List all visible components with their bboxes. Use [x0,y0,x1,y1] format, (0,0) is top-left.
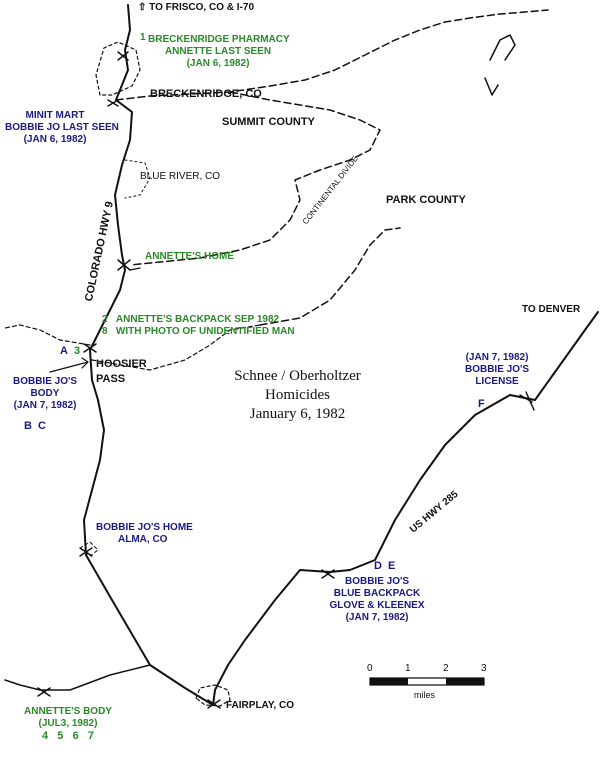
north-arrow-line [484,34,516,96]
colorado-hwy-9-road [83,4,214,706]
minit-line2: BOBBIE JO LAST SEEN [5,122,119,133]
divide-south-segment [259,227,401,326]
bobbie-body-arrow [49,357,89,373]
bobbie-body-line3: (JAN 7, 1982) [13,400,77,411]
pharmacy-line1: BRECKENRIDGE PHARMACY [148,34,290,45]
license-line2: BOBBIE JO'S [464,364,530,375]
marker-a: A [60,345,68,357]
bobbie-home-line2: ALMA, CO [118,534,168,545]
west-road-branch [4,324,91,346]
annette-body-annotation: ANNETTE'S BODY (JUL3, 1982) 4 5 6 7 [18,706,118,742]
minit-line1: MINIT MART [25,110,85,121]
divide-east-segment [129,91,381,266]
bobbie-home-line1: BOBBIE JO'S HOME [96,522,193,533]
annette-body-line2: (JUL3, 1982) [38,718,98,729]
blue-backpack-line4: (JAN 7, 1982) [345,612,409,623]
western-road [4,664,151,691]
pharmacy-line2: ANNETTE LAST SEEN [164,46,272,57]
us-hwy-285-road [212,311,599,706]
license-marker [519,391,535,411]
marker-3: 3 [74,345,81,357]
hoosier-marker [83,343,97,353]
bobbie-home-annotation: BOBBIE JO'S HOME ALMA, CO [96,522,193,546]
backpack-annotation: 2 ANNETTE'S BACKPACK SEP 1982 8 WITH PHO… [102,314,295,338]
scale-segment-1 [370,678,408,685]
minit-line3: (JAN 6, 1982) [23,134,87,145]
annette-home-label: ANNETTE'S HOME [145,251,235,262]
blue-river-label: BLUE RIVER, CO [140,171,221,182]
blue-river-road [124,159,151,199]
breckenridge-label: BRECKENRIDGE, CO [150,88,262,100]
park-county-label: PARK COUNTY [386,194,466,206]
marker-1: 1 [140,32,146,43]
scale-tick-3: 3 [481,663,487,674]
marker-f: F [478,398,485,410]
minit-mart-marker [107,99,119,107]
frisco-direction-label: TO FRISCO, CO & I-70 [149,2,255,13]
blue-backpack-line1: BOBBIE JO'S [344,576,410,587]
annette-body-numbers: 4 5 6 7 [42,730,94,742]
annette-body-marker [37,687,51,697]
backpack-line2: WITH PHOTO OF UNIDENTIFIED MAN [115,326,295,337]
scale-segment-3 [446,678,484,685]
backpack-line1: ANNETTE'S BACKPACK SEP 1982 [115,314,280,325]
bobbie-body-line2: BODY [30,388,60,399]
blue-backpack-letters: D E [374,560,396,572]
denver-direction-label: TO DENVER [522,304,581,315]
pharmacy-annotation: BRECKENRIDGE PHARMACY ANNETTE LAST SEEN … [148,34,290,70]
continental-divide-line [115,9,549,101]
marker-8: 8 [102,326,108,337]
scale-tick-2: 2 [443,663,449,674]
blue-backpack-line2: BLUE BACKPACK [333,588,421,599]
pharmacy-marker [117,51,129,61]
fairplay-streets [195,684,231,707]
bobbie-body-letters: B C [24,420,46,432]
fairplay-marker [207,699,221,709]
breckenridge-streets [95,41,141,96]
frisco-direction: ⇧ TO FRISCO, CO & I-70 [138,2,254,14]
hoosier-pass-road [91,324,261,371]
summit-county-label: SUMMIT COUNTY [222,116,315,128]
scale-tick-1: 1 [405,663,411,674]
marker-2: 2 [102,314,108,325]
up-arrow-icon: ⇧ [138,2,147,13]
pharmacy-line3: (JAN 6, 1982) [186,58,250,69]
blue-backpack-marker [321,569,335,579]
fairplay-label: FAIRPLAY, CO [226,700,294,711]
alma-marker [79,547,93,557]
hoosier-label: HOOSIER [96,358,147,370]
annette-home-marker [117,259,131,271]
annette-body-line1: ANNETTE'S BODY [24,706,112,717]
title-line1: Schnee / Oberholtzer [234,368,361,384]
map-title: Schnee / Oberholtzer Homicides January 6… [210,367,385,424]
scale-tick-0: 0 [367,663,373,674]
license-line1: (JAN 7, 1982) [465,352,529,363]
title-line3: January 6, 1982 [249,406,346,422]
title-line2: Homicides [265,387,330,403]
blue-backpack-annotation: BOBBIE JO'S BLUE BACKPACK GLOVE & KLEENE… [322,576,432,624]
bobbie-body-annotation: BOBBIE JO'S BODY (JAN 7, 1982) [4,376,86,412]
license-line3: LICENSE [475,376,519,387]
license-annotation: (JAN 7, 1982) BOBBIE JO'S LICENSE [452,352,542,388]
pass-label: PASS [96,373,126,385]
blue-backpack-line3: GLOVE & KLEENEX [329,600,425,611]
scale-unit-label: miles [414,690,436,700]
minit-mart-annotation: MINIT MART BOBBIE JO LAST SEEN (JAN 6, 1… [5,110,119,146]
bobbie-body-line1: BOBBIE JO'S [12,376,78,387]
